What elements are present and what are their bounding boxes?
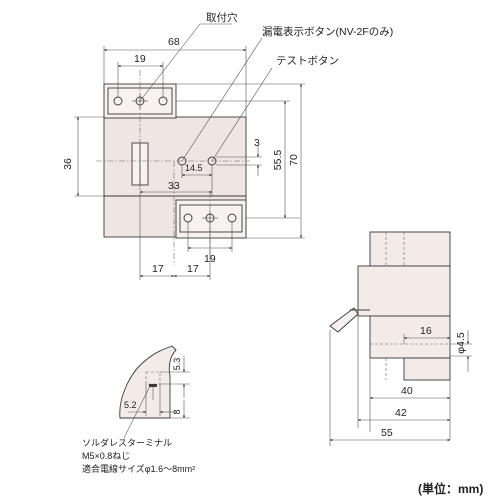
dim-5-2: 5.2 (124, 400, 137, 410)
dim-68: 68 (168, 36, 180, 48)
label-test-button: テストボタン (276, 55, 339, 67)
side-middle-block (357, 265, 451, 317)
dim-55-5: 55.5 (272, 150, 284, 171)
dim-42: 42 (395, 407, 407, 419)
terminal-label-2: M5×0.8ねじ (82, 451, 130, 461)
front-view (96, 70, 250, 265)
side-lower-block (369, 315, 451, 359)
dim-55: 55 (381, 427, 393, 439)
dim-40: 40 (401, 385, 413, 397)
side-bottom-block (403, 357, 451, 381)
dim-70: 70 (288, 154, 300, 166)
dim-16: 16 (420, 325, 432, 337)
terminal-body (119, 345, 177, 419)
dim-36: 36 (62, 158, 74, 170)
side-view (329, 231, 472, 446)
label-mounting-hole: 取付穴 (206, 11, 238, 24)
side-top-block (369, 231, 451, 267)
dim-17-left: 17 (152, 263, 164, 275)
dim-19-top: 19 (134, 53, 146, 65)
dim-8: 8 (172, 409, 182, 414)
unit-label: (単位：mm) (418, 481, 483, 496)
terminal-label-3: 適合電線サイズφ1.6～8mm² (82, 463, 195, 474)
dim-17-right: 17 (187, 263, 199, 275)
dim-3: 3 (254, 137, 260, 149)
label-leak-button: 漏電表示ボタン(NV-2Fのみ) (262, 25, 393, 38)
side-handle (329, 307, 359, 333)
terminal-detail (119, 345, 190, 439)
terminal-screw (149, 384, 157, 387)
dim-5-3: 5.3 (172, 358, 182, 371)
terminal-label-1: ソルダレスターミナル (82, 437, 172, 448)
dim-14-5: 14.5 (185, 163, 203, 173)
dim-33: 33 (168, 180, 180, 192)
dim-19-bottom: 19 (204, 253, 216, 265)
front-dimensions (74, 23, 305, 280)
dim-phi-4-5: φ4.5 (455, 332, 467, 354)
bottom-plate-inner (179, 204, 243, 233)
